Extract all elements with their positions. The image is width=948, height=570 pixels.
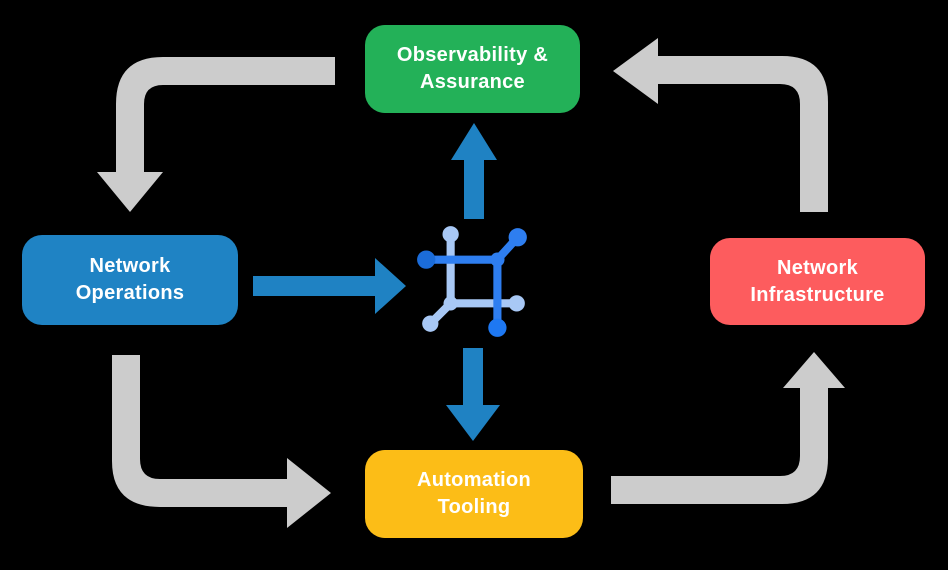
node-network-operations: Network Operations: [22, 235, 238, 325]
flow-arrow-center-to-observability: [451, 123, 497, 219]
node-automation-tooling: Automation Tooling: [365, 450, 583, 538]
cycle-arrow-observability-to-operations: [97, 57, 335, 212]
node-network-infrastructure: Network Infrastructure: [710, 238, 925, 325]
icon-dark-nodes: [417, 228, 527, 337]
flow-arrow-center-to-automation: [446, 348, 500, 441]
cycle-arrow-infrastructure-to-observability: [613, 38, 828, 212]
node-observability-assurance: Observability & Assurance: [365, 25, 580, 113]
icon-light-nodes: [422, 226, 525, 332]
node-infrastructure-label: Network Infrastructure: [750, 256, 885, 306]
node-automation-label: Automation Tooling: [416, 469, 532, 518]
network-automation-icon: [417, 226, 527, 337]
flow-arrow-operations-to-center: [253, 258, 406, 314]
cycle-arrow-automation-to-infrastructure: [611, 352, 845, 504]
node-operations-label: Network Operations: [75, 255, 185, 304]
node-observability-label: Observability & Assurance: [396, 44, 549, 93]
cycle-arrow-operations-to-automation: [112, 355, 331, 528]
